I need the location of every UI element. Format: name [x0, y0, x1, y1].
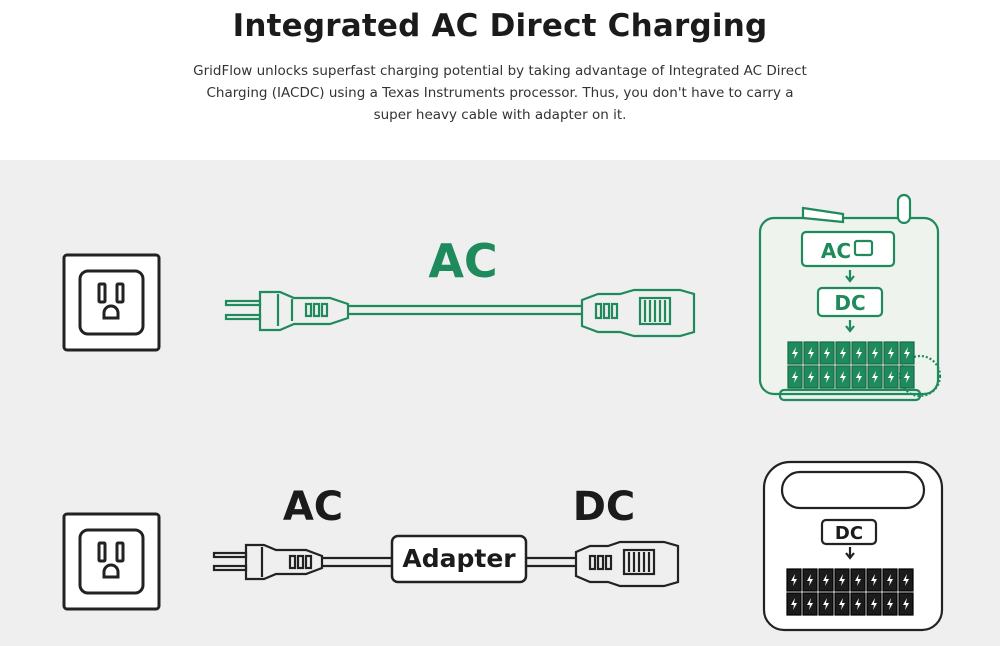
lightning-bolt-icon: [791, 598, 797, 610]
charging-diagram: AC AC DC: [62, 193, 944, 632]
station-dc-label-2: DC: [835, 523, 863, 544]
lightning-bolt-icon: [855, 574, 861, 586]
lightning-bolt-icon: [808, 371, 814, 383]
page-description: GridFlow unlocks superfast charging pote…: [193, 63, 807, 123]
lightning-bolt-icon: [839, 598, 845, 610]
lightning-bolt-icon: [823, 598, 829, 610]
lightning-bolt-icon: [840, 371, 846, 383]
bottom-ac-label: AC: [283, 484, 343, 530]
top-cable-ac-label: AC: [428, 234, 497, 288]
diagram-panel: AC AC DC: [0, 160, 1000, 646]
lightning-bolt-icon: [872, 371, 878, 383]
lightning-bolt-icon: [903, 574, 909, 586]
battery-cells-dark: [786, 568, 914, 616]
wall-outlet-icon-2: [62, 512, 161, 611]
lightning-bolt-icon: [791, 574, 797, 586]
lightning-bolt-icon: [872, 347, 878, 359]
header-section: Integrated AC Direct Charging GridFlow u…: [0, 0, 1000, 160]
ac-dc-cable-dark-icon: [212, 534, 680, 588]
bottom-dc-label: DC: [573, 484, 636, 530]
lightning-bolt-icon: [888, 347, 894, 359]
battery-cells-green: [787, 341, 915, 389]
ac-cable-green-icon: [224, 288, 696, 338]
lightning-bolt-icon: [792, 347, 798, 359]
lightning-bolt-icon: [856, 347, 862, 359]
lightning-bolt-icon: [840, 347, 846, 359]
lightning-bolt-icon: [839, 574, 845, 586]
lightning-bolt-icon: [855, 598, 861, 610]
lightning-bolt-icon: [808, 347, 814, 359]
lightning-bolt-icon: [871, 574, 877, 586]
lightning-bolt-icon: [807, 598, 813, 610]
lightning-bolt-icon: [904, 371, 910, 383]
lightning-bolt-icon: [824, 347, 830, 359]
lightning-bolt-icon: [903, 598, 909, 610]
lightning-bolt-icon: [871, 598, 877, 610]
lightning-bolt-icon: [823, 574, 829, 586]
lightning-bolt-icon: [792, 371, 798, 383]
station-ac-label: AC: [821, 239, 851, 263]
lightning-bolt-icon: [807, 574, 813, 586]
adapter-label: Adapter: [402, 544, 516, 573]
wall-outlet-icon: [62, 253, 161, 352]
station-dc-label: DC: [834, 291, 865, 315]
lightning-bolt-icon: [887, 598, 893, 610]
lightning-bolt-icon: [824, 371, 830, 383]
lightning-bolt-icon: [856, 371, 862, 383]
lightning-bolt-icon: [887, 574, 893, 586]
lightning-bolt-icon: [904, 347, 910, 359]
page-title: Integrated AC Direct Charging: [232, 8, 768, 44]
lightning-bolt-icon: [888, 371, 894, 383]
